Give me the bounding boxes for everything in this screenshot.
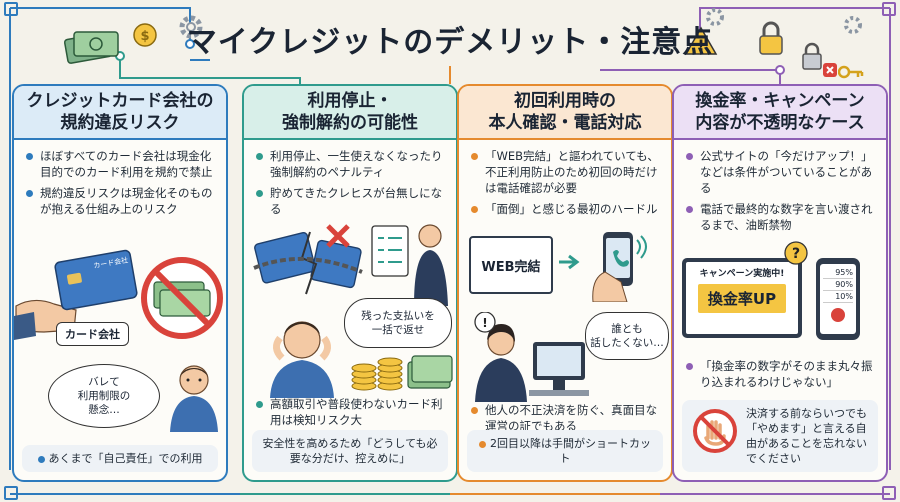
card-footer-note: 安全性を高めるため「どうしても必要な分だけ、控えめに」: [252, 430, 448, 472]
card-in-hand-illustration: カード会社: [14, 249, 223, 340]
screen-text: WEB完結: [481, 259, 541, 275]
card-terms-violation: クレジットカード会社の 規約違反リスク ほぼすべてのカード会社は現金化目的でのカ…: [12, 84, 228, 482]
bullet-list: ほぼすべてのカード会社は現金化目的でのカード利用を規約で禁止 規約違反リスクは現…: [14, 140, 226, 217]
question-bubble-icon: ?: [784, 241, 808, 265]
rate-row: 10%: [823, 291, 853, 303]
woman-at-computer-illustration: !: [474, 312, 589, 402]
card-footer-note: 決済する前ならいつでも「やめます」と言える自由があることを忘れないでください: [682, 400, 878, 472]
card-suspension-cancellation: 利用停止・ 強制解約の可能性 利用停止、一生使えなくなったり強制解約のペナルティ…: [242, 84, 458, 482]
error-x-icon: [823, 63, 837, 77]
campaign-small-text: キャンペーン実施中!: [699, 269, 785, 279]
card-company-label: カード会社: [56, 322, 129, 346]
card-heading: 換金率・キャンペーン 内容が不透明なケース: [674, 86, 886, 140]
broken-card-illustration: [253, 224, 448, 306]
svg-text:!: !: [697, 36, 704, 55]
campaign-monitor: キャンペーン実施中! 換金率UP: [682, 258, 802, 338]
worried-man-illustration: [170, 365, 218, 432]
svg-text:$: $: [140, 29, 149, 44]
end-call-icon: [831, 308, 845, 322]
reluctant-bubble: 誰とも 話したくない…: [585, 312, 669, 360]
bullet-list: 「WEB完結」と謳われていても、不正利用防止のため初回の時だけは電話確認が必要 …: [459, 140, 671, 217]
footer-dot: [479, 440, 486, 448]
footer-text: 2回目以降は手間がショートカット: [490, 437, 651, 465]
stop-hand-icon: [693, 409, 737, 453]
svg-text:!: !: [482, 316, 487, 330]
padlock-icon: [759, 21, 783, 55]
monitor-screen: キャンペーン実施中! 換金率UP: [686, 262, 798, 334]
corner-decoration-top-left: [4, 2, 18, 16]
corner-decoration-top-right: [882, 2, 896, 16]
footer-dot: [37, 455, 45, 463]
bullet-item: 「面倒」と感じる最初のハードル: [471, 201, 661, 217]
phone-call-icon: [592, 232, 647, 302]
rate-phone: 95% 90% 10%: [816, 258, 860, 340]
arrow-right-icon: [559, 254, 580, 270]
warning-icon: !: [684, 26, 718, 55]
demand-bubble: 残った支払いを 一括で返せ: [344, 298, 452, 348]
bullet-item: 規約違反リスクは現金化そのものが抱える仕組み上のリスク: [26, 185, 216, 217]
svg-text:?: ?: [792, 246, 800, 262]
worry-bubble: バレて 利用制限の 懸念…: [48, 364, 160, 428]
bullet-item: 高額取引や普段使わないカード利用は検知リスク大: [256, 396, 448, 428]
bullet-item: ほぼすべてのカード会社は現金化目的でのカード利用を規約で禁止: [26, 148, 216, 180]
corner-decoration-bottom-left: [4, 486, 18, 500]
bullet-item: 利用停止、一生使えなくなったり強制解約のペナルティ: [256, 148, 446, 180]
bullet-item: 「換金率の数字がそのまま丸々振り込まれるわけじゃない」: [686, 358, 878, 390]
footer-text: あくまで「自己責任」での利用: [48, 452, 203, 465]
bullet-item: 公式サイトの「今だけアップ！」などは条件がついていることがある: [686, 148, 876, 196]
title-banner: マイクレジットのデメリット・注意点: [187, 10, 712, 68]
money-bills-icon: [63, 31, 119, 64]
card-heading: クレジットカード会社の 規約違反リスク: [14, 86, 226, 140]
web-complete-screen: WEB完結: [469, 236, 553, 294]
corner-decoration-bottom-right: [882, 486, 896, 500]
gear-icon: [706, 8, 724, 26]
campaign-big-banner: 換金率UP: [698, 284, 786, 313]
key-icon: [838, 65, 864, 79]
dollar-coin-icon: $: [133, 23, 157, 47]
bullet-item: 「WEB完結」と謳われていても、不正利用防止のため初回の時だけは電話確認が必要: [471, 148, 661, 196]
bullet-list: 公式サイトの「今だけアップ！」などは条件がついていることがある 電話で最終的な数…: [674, 140, 886, 233]
phone-screen: 95% 90% 10%: [820, 264, 856, 334]
page-title: マイクレジットのデメリット・注意点: [186, 25, 714, 60]
card-heading: 初回利用時の 本人確認・電話対応: [459, 86, 671, 140]
bullet-item: 他人の不正決済を防ぐ、真面目な運営の証でもある: [471, 402, 663, 434]
footer-text: 決済する前ならいつでも「やめます」と言える自由があることを忘れないでください: [746, 407, 867, 465]
gear-icon: [844, 16, 862, 34]
rate-row: 90%: [823, 279, 853, 291]
bullet-item: 電話で最終的な数字を言い渡されるまで、油断禁物: [686, 201, 876, 233]
stressed-man-illustration: [270, 321, 334, 398]
card-heading: 利用停止・ 強制解約の可能性: [244, 86, 456, 140]
coins-and-cash-illustration: [351, 355, 453, 391]
bullet-item: 貯めてきたクレヒスが台無しになる: [256, 185, 446, 217]
gear-icon: [179, 15, 203, 39]
padlock-icon: [802, 42, 822, 70]
bullet-list: 利用停止、一生使えなくなったり強制解約のペナルティ 貯めてきたクレヒスが台無しに…: [244, 140, 456, 217]
card-footer-note: 2回目以降は手間がショートカット: [467, 430, 663, 472]
card-footer-note: あくまで「自己責任」での利用: [22, 445, 218, 472]
rate-row: 95%: [823, 267, 853, 279]
card-identity-verification: 初回利用時の 本人確認・電話対応 「WEB完結」と謳われていても、不正利用防止の…: [457, 84, 673, 482]
card-opaque-rates: 換金率・キャンペーン 内容が不透明なケース 公式サイトの「今だけアップ！」などは…: [672, 84, 888, 482]
